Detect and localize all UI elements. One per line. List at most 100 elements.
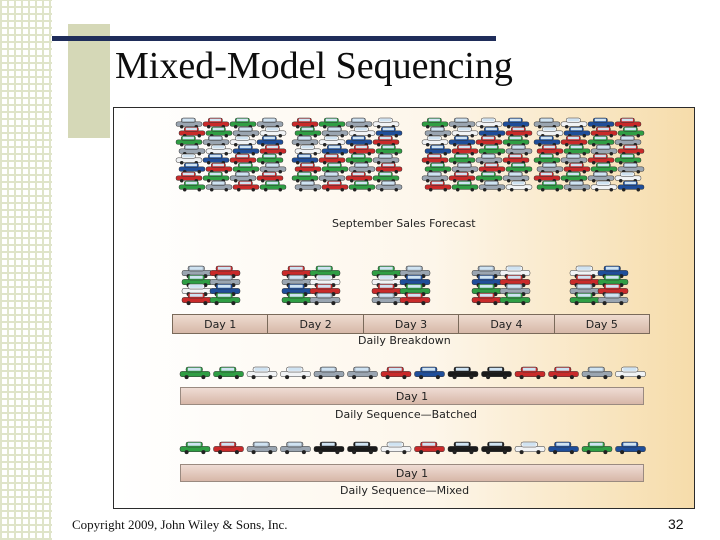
forecast-car [478,144,506,156]
mixed-car [548,441,579,455]
forecast-car [345,153,373,165]
forecast-car [502,171,530,183]
page-number: 32 [668,516,684,532]
batched-car [313,366,345,380]
forecast-car [372,117,400,129]
forecast-car [614,153,642,165]
daily-car [499,274,531,288]
daily-car [597,265,629,279]
forecast-car [321,162,349,174]
daily-car [471,292,503,306]
forecast-car [590,126,618,138]
batched-car [548,366,579,380]
car-illustrations [175,117,646,455]
forecast-car [475,117,503,129]
forecast-car [505,180,533,192]
forecast-car [424,180,452,192]
forecast-car [348,126,376,138]
forecast-car [590,180,618,192]
forecast-car [291,171,319,183]
daily-car [209,274,241,288]
forecast-car [375,144,403,156]
forecast-car [229,153,257,165]
forecast-car [321,126,349,138]
forecast-car [451,180,479,192]
mixed-car [481,441,512,455]
batched-car [179,366,211,380]
daily-car [471,265,503,279]
daily-car [371,265,403,279]
daily-car [499,292,531,306]
forecast-car [424,126,452,138]
daily-car [309,265,341,279]
forecast-car [318,171,346,183]
forecast-car [294,144,322,156]
mixed-car [514,441,546,455]
forecast-car [560,153,588,165]
forecast-car [205,180,233,192]
forecast-car [348,180,376,192]
forecast-car [590,162,618,174]
forecast-car [321,180,349,192]
forecast-car [348,162,376,174]
forecast-car [617,162,645,174]
forecast-car [202,117,230,129]
daily-car [309,274,341,288]
forecast-car [533,153,561,165]
day-breakdown-bar: Day 1 Day 2 Day 3 Day 4 Day 5 [172,314,650,334]
forecast-car [178,180,206,192]
forecast-car [229,171,257,183]
batched-car [581,366,613,380]
batched-car [380,366,412,380]
forecast-car [318,117,346,129]
forecast-car [294,180,322,192]
mixed-car [179,441,211,455]
forecast-car [291,153,319,165]
mixed-caption: Daily Sequence—Mixed [340,484,470,497]
forecast-car [178,162,206,174]
forecast-car [348,144,376,156]
daily-car [597,274,629,288]
daily-car [209,265,241,279]
forecast-car [421,135,449,147]
forecast-car [175,153,203,165]
forecast-car [232,144,260,156]
daily-car [569,292,601,306]
forecast-car [205,162,233,174]
forecast-car [560,171,588,183]
mixed-car [213,441,244,455]
forecast-car [259,126,287,138]
forecast-car [232,126,260,138]
batched-car [246,366,278,380]
forecast-car [202,135,230,147]
forecast-car [256,153,284,165]
forecast-car [563,144,591,156]
forecast-car [451,162,479,174]
forecast-car [318,135,346,147]
batched-car [213,366,244,380]
forecast-car [475,135,503,147]
daily-car [399,283,431,297]
forecast-car [321,144,349,156]
forecast-car [318,153,346,165]
batched-car [514,366,546,380]
forecast-car [202,153,230,165]
forecast-car [502,117,530,129]
forecast-car [372,153,400,165]
daily-car [281,292,313,306]
forecast-car [178,126,206,138]
forecast-car [375,162,403,174]
forecast-car [345,117,373,129]
day-4-cell: Day 4 [459,315,555,333]
forecast-car [478,126,506,138]
forecast-car [259,144,287,156]
forecast-car [563,126,591,138]
mixed-car [313,441,345,455]
forecast-car [617,180,645,192]
forecast-car [533,135,561,147]
forecast-car [232,180,260,192]
daily-car [209,283,241,297]
forecast-car [291,135,319,147]
forecast-car [587,153,615,165]
forecast-car [533,171,561,183]
